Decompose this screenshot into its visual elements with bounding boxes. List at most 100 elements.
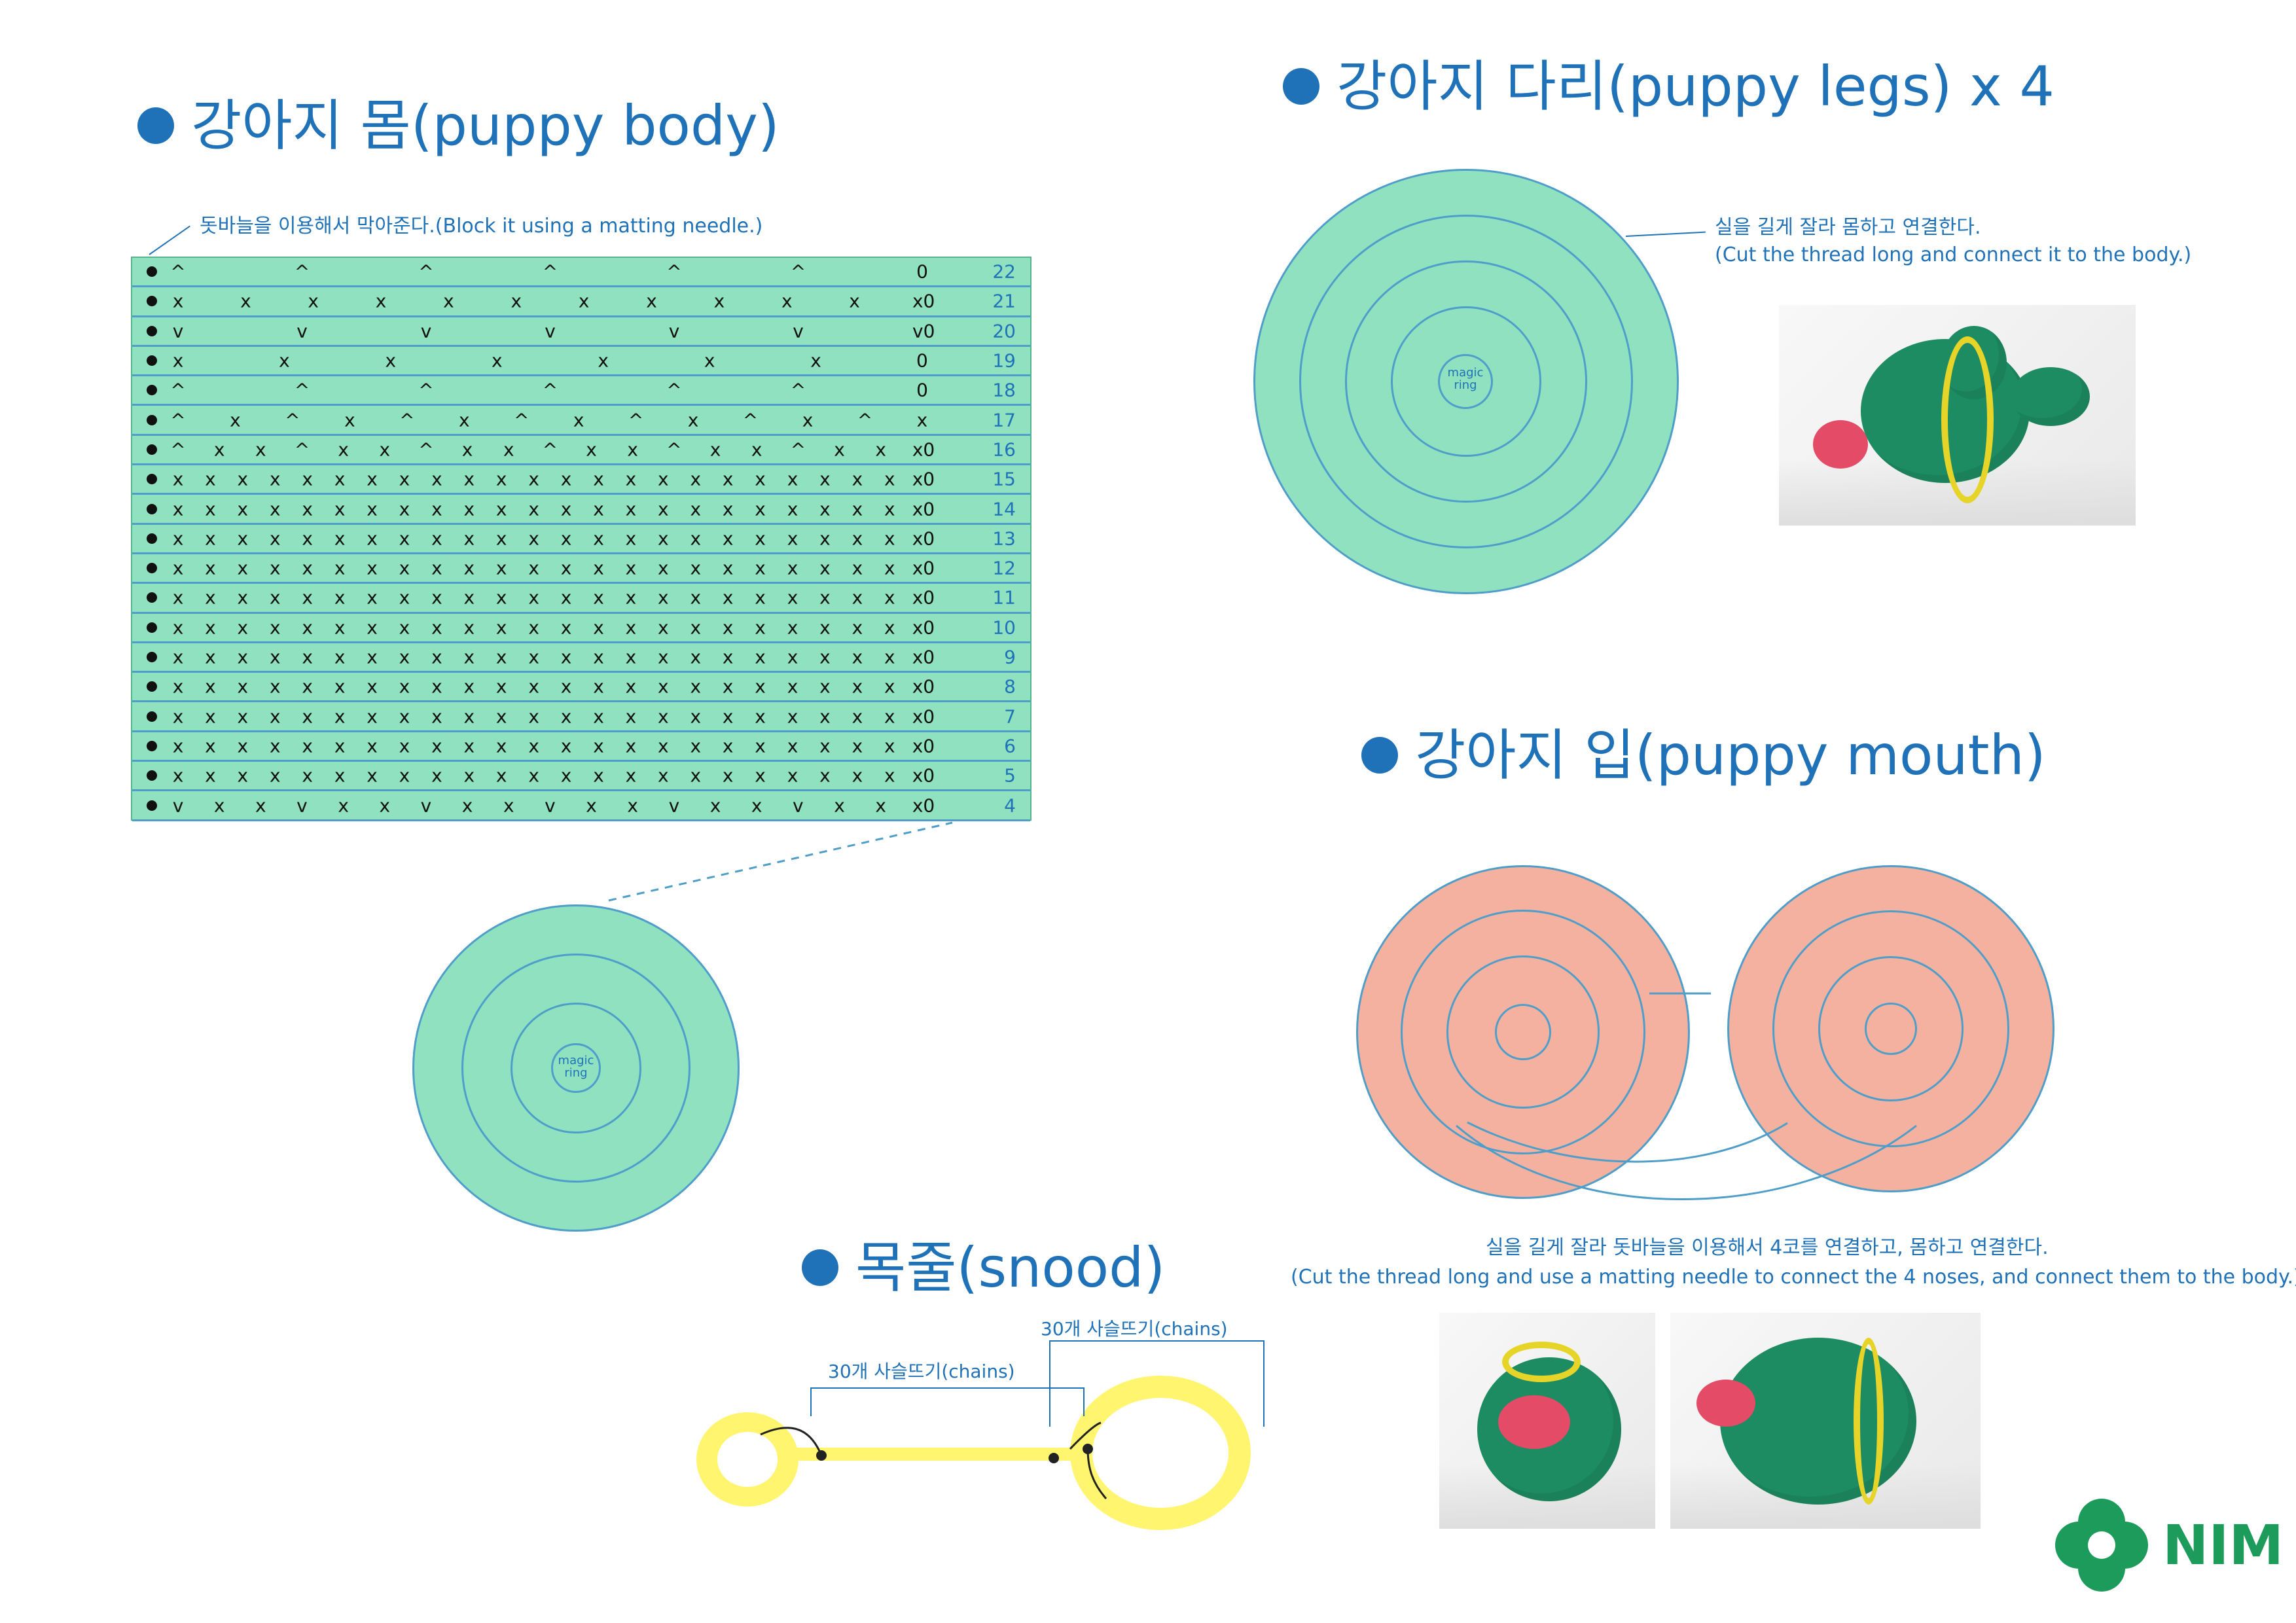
stitch-mark: x: [269, 764, 281, 787]
stitch-mark: x: [528, 735, 539, 757]
mouth-note-english: (Cut the thread long and use a matting n…: [1291, 1266, 2296, 1289]
stitch-mark: x: [269, 557, 281, 579]
stitch-mark: x: [722, 468, 734, 490]
stitch-mark: x: [884, 705, 895, 728]
stitch-mark: x: [593, 557, 604, 579]
stitch-mark: x: [819, 646, 831, 668]
stitch-mark: x: [625, 705, 637, 728]
stitch-mark: ^: [542, 260, 558, 283]
row-start-dot: [147, 385, 157, 396]
stitch-mark: v: [296, 794, 308, 817]
stitch-mark: x: [338, 438, 349, 461]
title-bullet: [802, 1249, 838, 1286]
stitch-mark: x: [491, 349, 503, 372]
row-start-dot: [147, 770, 157, 781]
stitch-mark: x: [658, 527, 669, 550]
stitch-mark: x: [852, 527, 863, 550]
stitch-mark: x: [658, 705, 669, 728]
stitch-mark: x: [237, 646, 249, 668]
stitch-mark: x: [852, 764, 863, 787]
stitch-mark: x: [172, 527, 184, 550]
stitch-mark: x: [463, 586, 475, 609]
stitch-mark: x: [690, 527, 702, 550]
legs-round-center: [1438, 354, 1493, 409]
stitch-mark: x: [658, 586, 669, 609]
stitch-mark: x: [205, 616, 216, 639]
stitch-mark: x: [593, 527, 604, 550]
stitch-mark: x: [399, 498, 410, 520]
mouth-photo-left: [1439, 1313, 1655, 1529]
stitch-mark: x: [875, 794, 886, 817]
stitch-mark: x: [690, 735, 702, 757]
stitch-mark: x: [627, 794, 638, 817]
row-number: 6: [1004, 735, 1016, 757]
stitch-mark: x: [205, 675, 216, 698]
stitch-mark: x: [431, 468, 442, 490]
stitch-mark: x: [302, 557, 313, 579]
puppy-body: [1720, 1338, 1916, 1505]
stitch-mark: x: [852, 586, 863, 609]
stitch-mark: x: [367, 586, 378, 609]
stitch-mark: x: [787, 646, 798, 668]
stitch-mark: ^: [418, 260, 434, 283]
row-number: 13: [992, 527, 1016, 550]
stitch-mark: x: [302, 735, 313, 757]
stitch-mark: x: [560, 646, 572, 668]
stitch-mark: x: [722, 616, 734, 639]
stitch-mark: x: [334, 705, 346, 728]
stitch-mark: x: [379, 794, 391, 817]
mouth-title-text: 강아지 입(puppy mouth): [1415, 723, 2046, 787]
logo-icon: [2055, 1499, 2148, 1592]
stitch-mark: x: [586, 794, 597, 817]
row-start-dot: [147, 652, 157, 663]
stitch-mark: ^: [294, 438, 310, 461]
stitch-mark: x: [560, 527, 572, 550]
stitch-mark: x: [399, 527, 410, 550]
stitch-mark: x: [560, 675, 572, 698]
stitch-mark: x: [755, 586, 766, 609]
row-number: 14: [992, 498, 1016, 520]
stitch-mark: v: [172, 320, 184, 342]
stitch-mark: x: [852, 675, 863, 698]
snood-svg: [696, 1376, 1251, 1530]
stitch-mark: x: [495, 646, 507, 668]
stitch-mark: x: [461, 794, 473, 817]
stitch-marks: ^x^x^x^x^x^x^x: [168, 409, 932, 431]
stitch-mark: x: [308, 290, 319, 312]
stitch-mark: x0: [912, 468, 935, 490]
stitch-mark: ^: [418, 379, 434, 401]
stitch-mark: x: [463, 616, 475, 639]
stitch-mark: x: [458, 409, 470, 431]
stitch-mark: x: [625, 498, 637, 520]
stitch-mark: x: [463, 675, 475, 698]
stitch-mark: x: [334, 646, 346, 668]
row-start-dot: [147, 563, 157, 574]
row-start-dot: [147, 622, 157, 633]
stitch-mark: x: [431, 675, 442, 698]
stitch-mark: x: [205, 557, 216, 579]
stitch-mark: x: [205, 586, 216, 609]
puppy-nose: [1813, 420, 1868, 469]
mouth-round-center-left: [1495, 1004, 1551, 1060]
stitch-mark: x: [560, 586, 572, 609]
stitch-mark: x: [237, 705, 249, 728]
stitch-mark: x: [625, 586, 637, 609]
row-start-dot: [147, 325, 157, 336]
stitch-mark: x: [787, 705, 798, 728]
stitch-mark: x: [302, 616, 313, 639]
stitch-mark: v: [545, 320, 556, 342]
stitch-mark: x: [334, 586, 346, 609]
stitch-mark: x: [237, 735, 249, 757]
stitch-mark: x: [690, 557, 702, 579]
stitch-mark: x: [302, 527, 313, 550]
stitch-mark: x: [495, 468, 507, 490]
row-number: 17: [992, 409, 1016, 431]
stitch-mark: x: [379, 438, 391, 461]
stitch-mark: x: [593, 498, 604, 520]
